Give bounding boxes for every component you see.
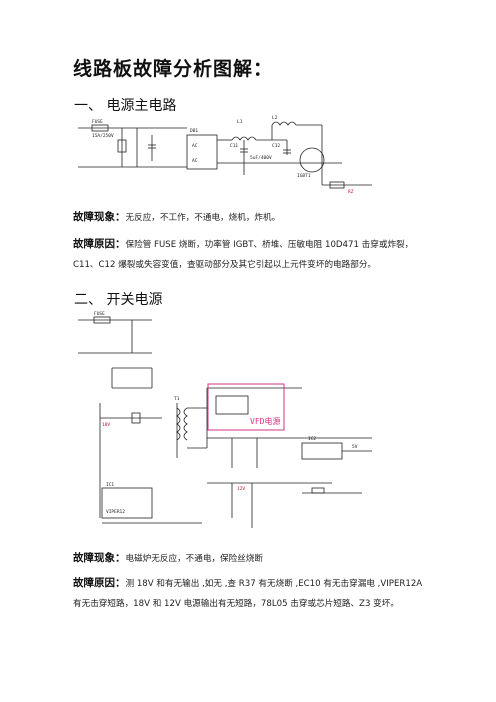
page-title: 线路板故障分析图解： [73,58,274,80]
section2-cause: 故障原因：测 18V 和有无输出 ,如无 ,查 R37 有无烧断 ,EC10 有… [73,571,483,614]
v12-label: 12V [237,486,245,492]
section-heading-switching-power: 二、 开关电源 [74,292,163,308]
cause-line-2: C11、C12 爆裂或失容变值，查驱动部分及其它引起以上元件变坏的电路部分。 [73,260,377,270]
fuse2-label: FUSE [94,311,105,317]
symptom-label: 故障现象： [73,211,126,223]
fuse-label: FUSE [92,119,103,125]
cause2-line-2: 有无击穿短路，18V 和 12V 电源输出有无短路，78L05 击穿或芯片短路、… [73,599,399,609]
symptom-text: 无反应，不工作，不通电，烧机，炸机。 [125,213,281,223]
ic2-label: IC2 [308,436,316,442]
cause-label: 故障原因： [73,238,126,250]
l2-label: L2 [272,115,278,121]
cause-line-1: 保险管 FUSE 烧断，功率管 IGBT、桥堆、压敏电阻 10D471 击穿或炸… [125,240,414,250]
c12-label: C12 [272,143,280,149]
symptom2-text: 电磁炉无反应，不通电，保险丝烧断 [125,554,264,564]
cause2-line-1: 测 18V 和有无输出 ,如无 ,查 R37 有无烧断 ,EC10 有无击穿漏电… [125,579,423,589]
t1-label: T1 [174,396,180,402]
section1-symptom: 故障现象：无反应，不工作，不通电，烧机，炸机。 [73,205,453,228]
viper-label: VIPER12 [106,509,125,515]
power-main-schematic: FUSE 15A/250V DB1 AC AC L1 L2 C11 C12 IG… [78,115,372,195]
section-heading-power-main: 一、 电源主电路 [74,98,177,114]
fuse-value: 15A/250V [92,133,114,139]
db1-label: DB1 [190,128,198,134]
v5-label: 5V [352,444,358,450]
switching-power-schematic: VFD电源 FUSE T1 IC1 VIPER12 IC2 5V 18V 12V [78,311,372,528]
ic1-label: IC1 [106,482,114,488]
v18-label: 18V [102,422,110,428]
cap-value: 5uF/400V [250,155,272,161]
igbt-label: IGBT1 [297,173,311,179]
l1-label: L1 [237,119,243,125]
section2-symptom: 故障现象：电磁炉无反应，不通电，保险丝烧断 [73,546,473,569]
rz-label: RZ [348,189,354,195]
section1-cause: 故障原因：保险管 FUSE 烧断，功率管 IGBT、桥堆、压敏电阻 10D471… [73,232,473,275]
cause2-label: 故障原因： [73,577,126,589]
ac-label-top: AC [192,143,198,149]
c11-label: C11 [230,143,238,149]
vfd-power-label: VFD电源 [250,416,280,426]
symptom2-label: 故障现象： [73,552,126,564]
ac-label-bottom: AC [192,158,198,164]
